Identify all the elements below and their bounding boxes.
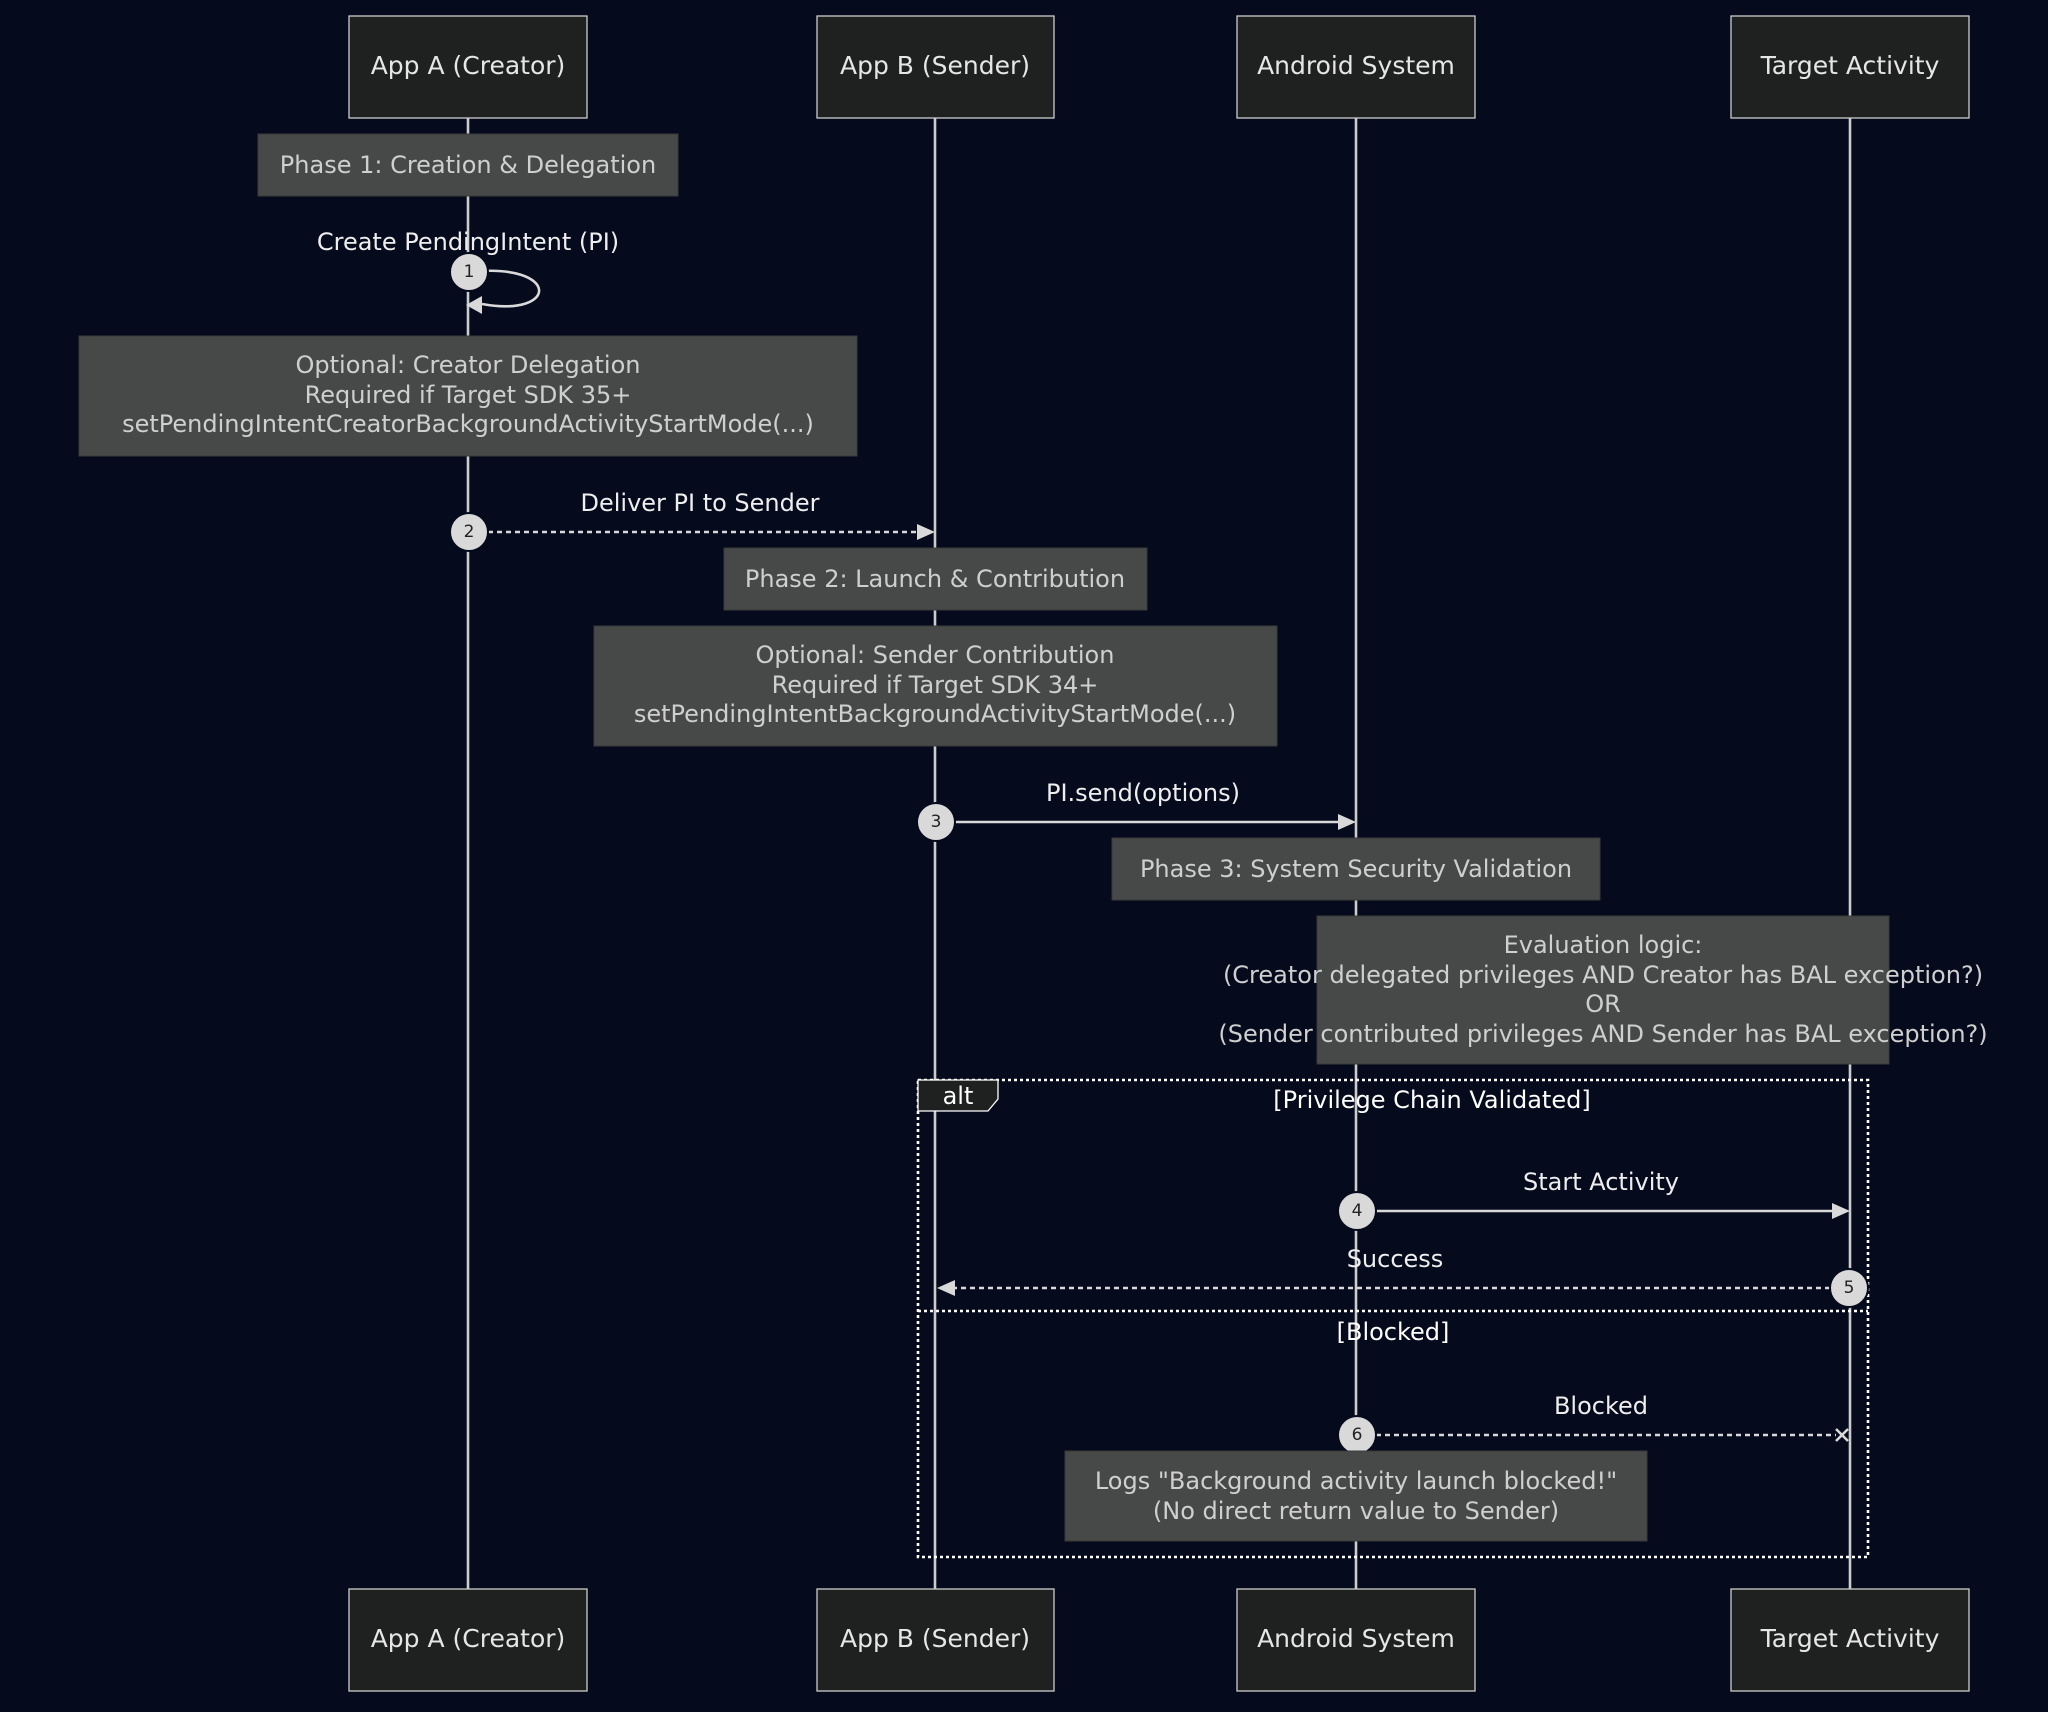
actor-label: Target Activity [1760,51,1940,80]
message-label: Start Activity [1523,1168,1679,1196]
self-loop-arrow [469,269,541,308]
alt-condition-validated: [Privilege Chain Validated] [1273,1086,1590,1114]
actor-label: App A (Creator) [371,1624,566,1653]
message-label: Blocked [1554,1392,1648,1420]
sequence-number: 2 [464,522,475,542]
sequence-number: 5 [1844,1278,1855,1298]
note-line: (Creator delegated privileges AND Creato… [1223,961,1983,989]
message-label: Create PendingIntent (PI) [317,228,619,256]
alt-frame-border [916,1078,1870,1559]
message-4: Start Activity 4 [1337,1168,1850,1231]
note-line: (Sender contributed privileges AND Sende… [1218,1020,1987,1048]
actor-app-a-top: App A (Creator) [348,15,588,119]
note-creator-delegation: Optional: Creator Delegation Required if… [78,335,858,457]
note-sender-contribution: Optional: Sender Contribution Required i… [593,625,1278,747]
sequence-number: 4 [1352,1201,1363,1221]
sequence-number-badge [1829,1268,1869,1308]
note-line: Required if Target SDK 35+ [305,381,632,409]
sequence-number-badge [916,802,956,842]
alt-frame-tag [917,1079,999,1112]
sequence-number-badge [449,252,489,292]
note-phase-1: Phase 1: Creation & Delegation [257,133,679,197]
sequence-number-badge [449,512,489,552]
actor-app-b-top: App B (Sender) [816,15,1055,119]
actor-app-b-bottom: App B (Sender) [816,1588,1055,1692]
actor-label: App B (Sender) [840,1624,1030,1653]
arrowhead [1338,814,1356,830]
message-3: PI.send(options) 3 [916,779,1356,842]
sequence-number: 1 [464,262,475,282]
actor-target-activity-bottom: Target Activity [1730,1588,1970,1692]
arrowhead [466,296,482,314]
actor-target-activity-top: Target Activity [1730,15,1970,119]
message-label: Deliver PI to Sender [580,489,819,517]
message-label: PI.send(options) [1046,779,1240,807]
alt-condition-blocked: [Blocked] [1337,1318,1450,1346]
sequence-number: 3 [931,812,942,832]
message-5: Success 5 [937,1245,1869,1308]
note-phase-2: Phase 2: Launch & Contribution [723,547,1148,611]
note-evaluation-logic: Evaluation logic: (Creator delegated pri… [1218,915,1988,1065]
actor-app-a-bottom: App A (Creator) [348,1588,588,1692]
message-2: Deliver PI to Sender 2 [449,489,935,552]
arrowhead [1832,1203,1850,1219]
note-text: Phase 3: System Security Validation [1140,855,1572,883]
actor-label: App B (Sender) [840,51,1030,80]
note-line: OR [1585,990,1621,1018]
note-blocked-log: Logs "Background activity launch blocked… [1064,1450,1648,1542]
note-line: Optional: Creator Delegation [296,351,641,379]
sequence-number: 6 [1352,1425,1363,1445]
note-text: Phase 1: Creation & Delegation [280,151,656,179]
message-label: Success [1347,1245,1444,1273]
note-line: setPendingIntentCreatorBackgroundActivit… [122,410,814,438]
note-text: Phase 2: Launch & Contribution [745,565,1125,593]
cross-icon [1835,1428,1849,1442]
note-line: Logs "Background activity launch blocked… [1095,1467,1617,1495]
arrowhead [937,1280,955,1296]
arrowhead [917,524,935,540]
note-phase-3: Phase 3: System Security Validation [1111,837,1601,901]
note-line: setPendingIntentBackgroundActivityStartM… [634,700,1236,728]
actor-label: Android System [1257,51,1455,80]
note-line: (No direct return value to Sender) [1153,1497,1559,1525]
actor-label: Target Activity [1760,1624,1940,1653]
actor-label: App A (Creator) [371,51,566,80]
actor-android-system-bottom: Android System [1236,1588,1476,1692]
sequence-number-badge [1337,1191,1377,1231]
note-line: Evaluation logic: [1504,931,1703,959]
alt-frame-tag-label: alt [943,1082,974,1110]
note-line: Optional: Sender Contribution [756,641,1115,669]
actor-label: Android System [1257,1624,1455,1653]
actor-android-system-top: Android System [1236,15,1476,119]
alt-frame: alt [Privilege Chain Validated] [Blocked… [916,1078,1870,1559]
message-1: Create PendingIntent (PI) 1 [317,228,619,314]
note-line: Required if Target SDK 34+ [772,671,1099,699]
message-6: Blocked 6 [1337,1392,1849,1455]
